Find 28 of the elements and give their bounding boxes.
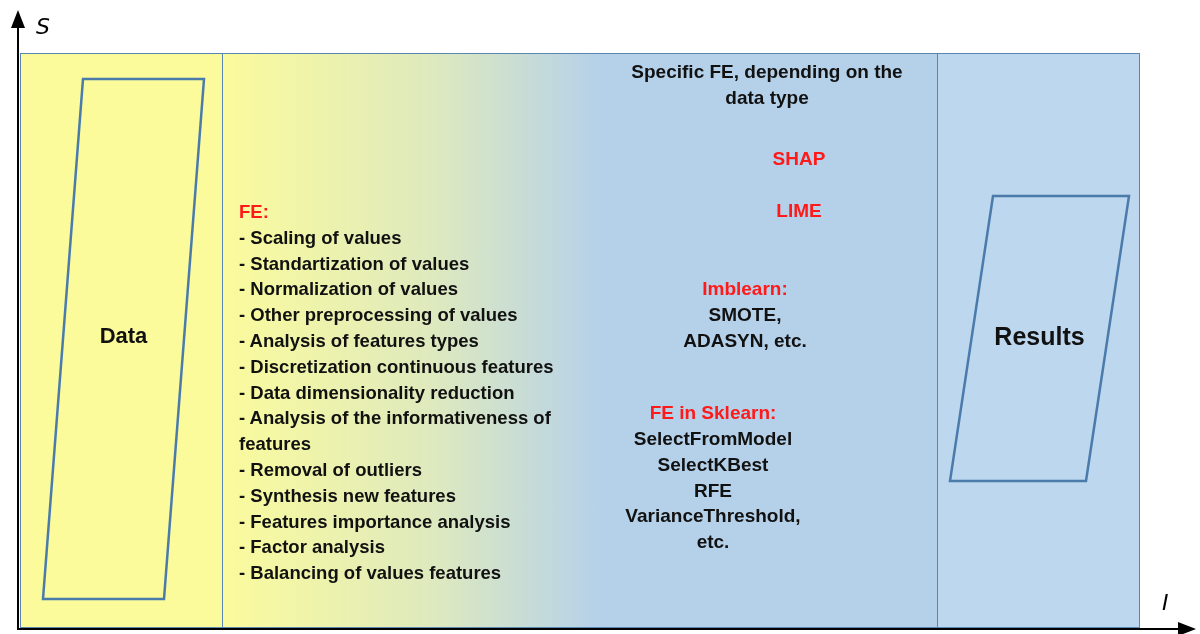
axis-label: S [36,14,50,39]
panel [222,53,938,628]
heading-text: LIME [775,199,823,223]
list-text: SMOTE, ADASYN, etc. [682,303,808,353]
list-text: - Other preprocessing of values [239,303,519,328]
node-label: Data [98,322,149,350]
list-text: Specific FE, depending on the data type [630,60,904,110]
list-text: - Features importance analysis [239,509,512,534]
heading-text: FE: [239,200,270,224]
list-text: SelectFromModel SelectKBest RFE VarianceThreshold, etc. [624,427,802,555]
list-text: - Data dimensionality reduction [239,380,516,405]
node-label: Results [993,320,1086,351]
heading-text: SHAP [771,147,827,171]
list-text: - Analysis of features types [239,329,480,353]
heading-text: Imblearn: [701,277,789,301]
panel [937,53,1140,628]
heading-text: FE in Sklearn: [648,401,778,425]
axis-label: I [1162,590,1169,615]
list-text: - Normalization of values [239,277,459,302]
list-text: - Balancing of values features [239,561,503,586]
list-text: - Analysis of the informativeness of features [239,406,552,457]
list-text: - Removal of outliers [239,457,423,482]
list-text: - Scaling of values [239,225,403,250]
list-text: - Synthesis new features [239,483,457,508]
list-text: - Factor analysis [239,535,386,560]
list-text: - Standartization of values [239,251,471,276]
panel [20,53,223,628]
list-text: - Discretization continuous features [239,354,555,379]
